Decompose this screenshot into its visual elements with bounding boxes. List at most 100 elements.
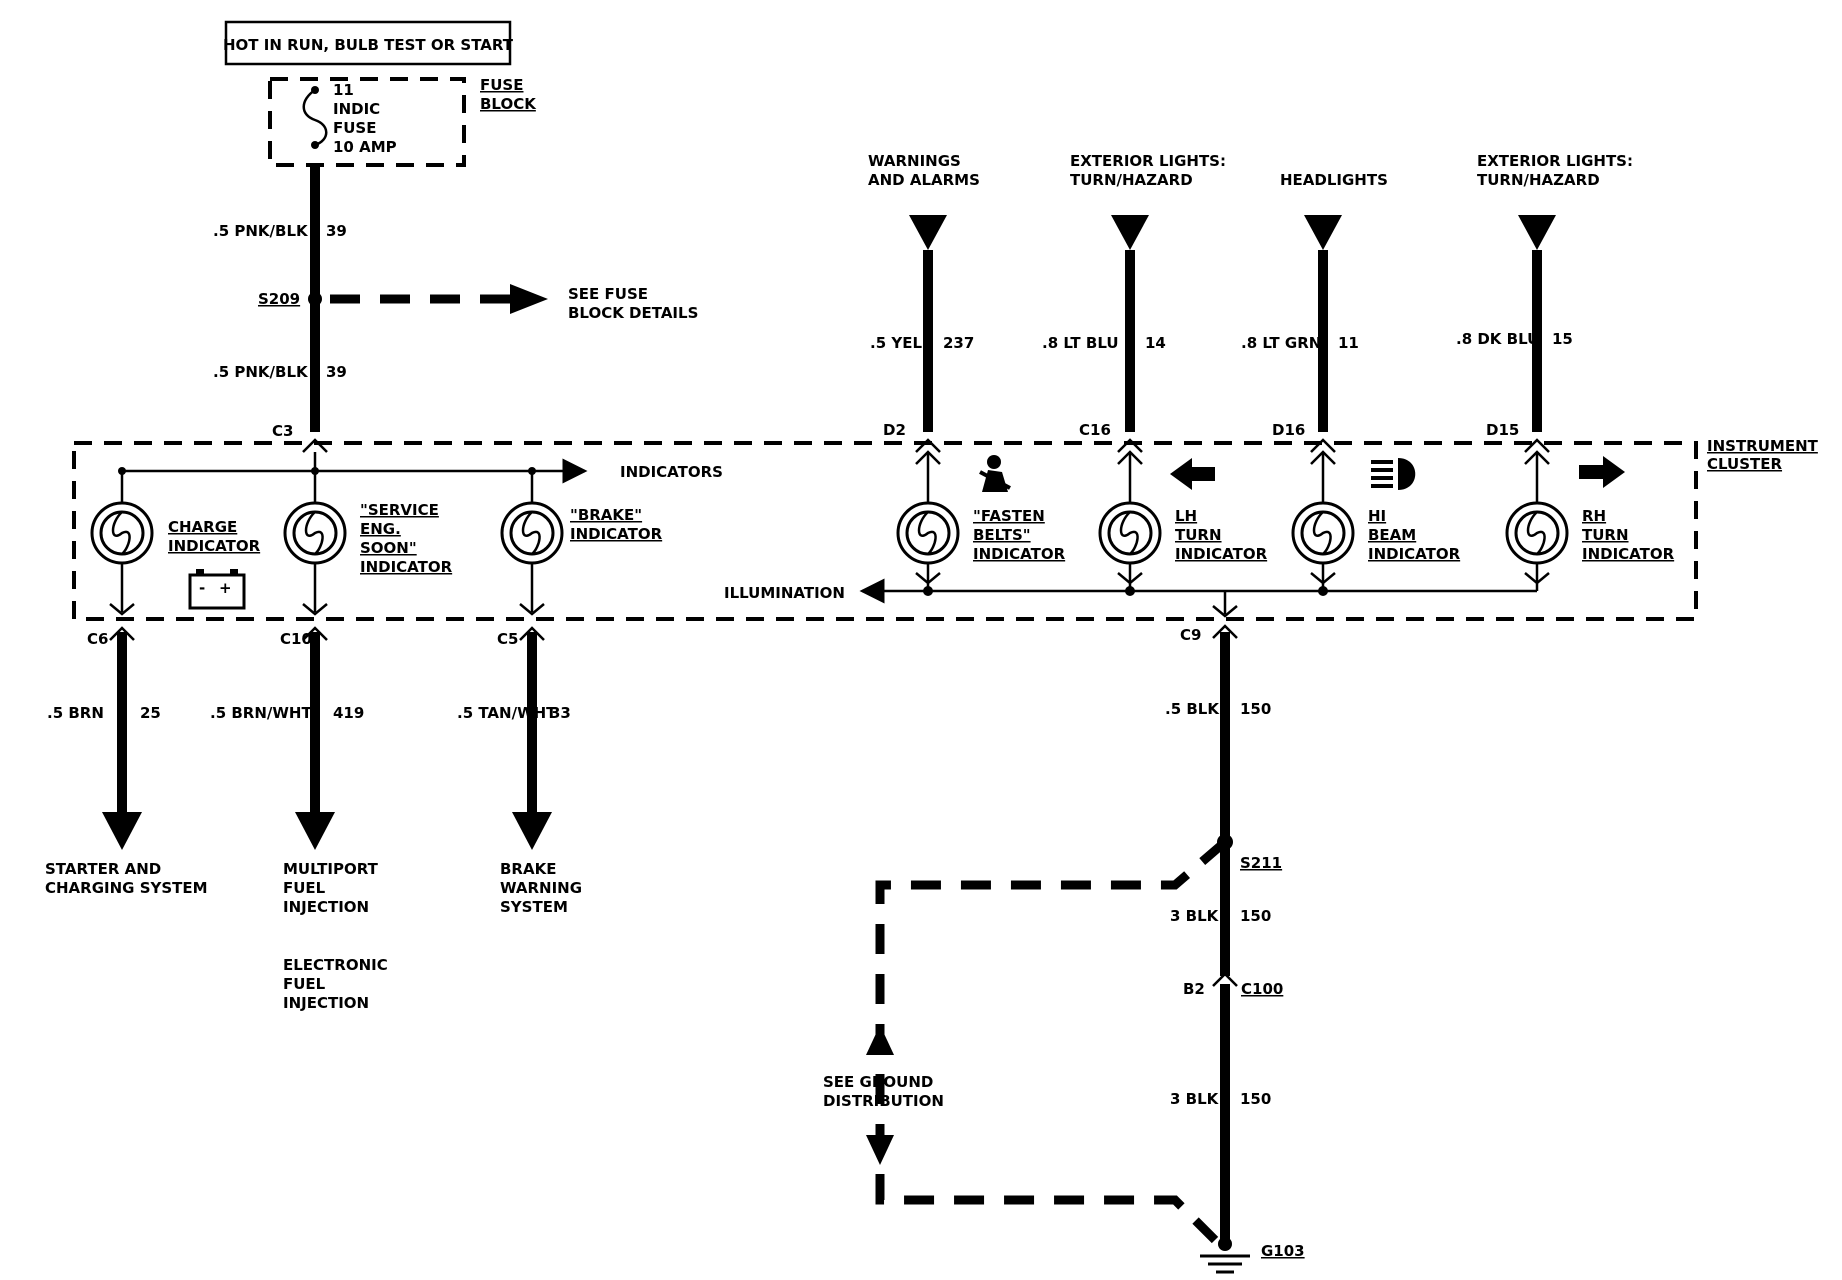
indicator-label: LH bbox=[1175, 507, 1197, 525]
connector-label: D2 bbox=[883, 421, 906, 439]
indicator-label: "FASTEN bbox=[973, 507, 1045, 525]
destination-label: STARTER AND bbox=[45, 860, 161, 878]
down-arrow-icon bbox=[866, 1135, 894, 1165]
connector-label: D15 bbox=[1486, 421, 1519, 439]
up-arrow-icon bbox=[866, 1025, 894, 1055]
fuse-block: 11 INDIC FUSE 10 AMP FUSE BLOCK bbox=[268, 76, 537, 167]
wire-color: .5 TAN/WHT bbox=[457, 704, 557, 722]
indicator-label: INDICATOR bbox=[570, 525, 663, 543]
source-label: EXTERIOR LIGHTS: bbox=[1477, 152, 1633, 170]
cluster-label-2: CLUSTER bbox=[1707, 455, 1782, 473]
destination-label: CHARGING SYSTEM bbox=[45, 879, 208, 897]
ground-circuit: .5 BLK 150 S211 3 BLK 150 B2 C100 3 BLK … bbox=[823, 632, 1305, 1274]
ground-symbol-icon bbox=[1200, 1254, 1250, 1274]
splice-s211: S211 bbox=[1240, 854, 1282, 872]
right-arrow-icon bbox=[1579, 456, 1625, 488]
indicator-label: RH bbox=[1582, 507, 1606, 525]
feed-wire-upper: .5 PNK/BLK bbox=[213, 222, 309, 240]
connector-label: D16 bbox=[1272, 421, 1305, 439]
circuit-number: 33 bbox=[550, 704, 571, 722]
wire-color: .5 BRN/WHT bbox=[210, 704, 312, 722]
circuit-number: 14 bbox=[1145, 334, 1166, 352]
indicator-label: "SERVICE bbox=[360, 501, 439, 519]
connector-label: C16 bbox=[1079, 421, 1111, 439]
left-arrow-icon bbox=[1170, 458, 1215, 490]
ground-wire-1: .5 BLK bbox=[1165, 700, 1220, 718]
wire-color: .8 DK BLU bbox=[1456, 330, 1539, 348]
circuit-number: 15 bbox=[1552, 330, 1573, 348]
wire-color: .5 BRN bbox=[47, 704, 104, 722]
indicator-bulb-icon bbox=[1291, 501, 1355, 565]
battery-icon: -+ bbox=[188, 569, 246, 610]
indicator-label: SOON" bbox=[360, 539, 417, 557]
svg-text:+: + bbox=[219, 579, 232, 597]
indicator-bulb-icon bbox=[1098, 501, 1162, 565]
indicator-bulb-icon bbox=[896, 501, 960, 565]
seatbelt-icon bbox=[979, 455, 1011, 492]
indicator-label: ENG. bbox=[360, 520, 401, 538]
see-fuse-2: BLOCK DETAILS bbox=[568, 304, 698, 322]
feed-wire-lower: .5 PNK/BLK bbox=[213, 363, 309, 381]
power-label: HOT IN RUN, BULB TEST OR START bbox=[223, 36, 514, 54]
fuse-rating: 10 AMP bbox=[333, 138, 397, 156]
see-ground-1: SEE GROUND bbox=[823, 1073, 933, 1091]
destination-label: FUEL bbox=[283, 975, 326, 993]
ground-circuit-2: 150 bbox=[1240, 907, 1271, 925]
destination-label: SYSTEM bbox=[500, 898, 568, 916]
splice-s209: S209 bbox=[258, 290, 300, 308]
indicator-label: BELTS" bbox=[973, 526, 1031, 544]
wire-color: .8 LT GRN bbox=[1241, 334, 1321, 352]
ground-wire-3: 3 BLK bbox=[1170, 1090, 1220, 1108]
indicator-bulb-icon bbox=[1505, 501, 1569, 565]
feed-circuit-upper: 39 bbox=[326, 222, 347, 240]
indicator-label: INDICATOR bbox=[973, 545, 1066, 563]
source-label: TURN/HAZARD bbox=[1070, 171, 1193, 189]
instrument-cluster: INSTRUMENT CLUSTER INDICATORS ILLUMINATI… bbox=[72, 437, 1819, 644]
wire-color: .5 YEL bbox=[870, 334, 922, 352]
connector-label: C10 bbox=[280, 630, 312, 648]
indicator-label: HI bbox=[1368, 507, 1386, 525]
svg-text:-: - bbox=[199, 579, 205, 597]
fuse-block-label-1: FUSE bbox=[480, 76, 523, 94]
circuit-number: 25 bbox=[140, 704, 161, 722]
cluster-label-1: INSTRUMENT bbox=[1707, 437, 1819, 455]
connector-c100: C100 bbox=[1241, 980, 1283, 998]
indicator-bulb-icon bbox=[500, 501, 564, 565]
connector-c3: C3 bbox=[272, 422, 293, 440]
destination-label: MULTIPORT bbox=[283, 860, 379, 878]
see-fuse-1: SEE FUSE bbox=[568, 285, 648, 303]
wire-color: .8 LT BLU bbox=[1042, 334, 1119, 352]
indicator-bulb-icon bbox=[90, 501, 154, 565]
destination-label: ELECTRONIC bbox=[283, 956, 388, 974]
feed-circuit-lower: 39 bbox=[326, 363, 347, 381]
destination-label: WARNING bbox=[500, 879, 582, 897]
fuse-icon bbox=[302, 88, 328, 147]
see-ground-2: DISTRIBUTION bbox=[823, 1092, 944, 1110]
ground-circuit-3: 150 bbox=[1240, 1090, 1271, 1108]
ground-wire-2: 3 BLK bbox=[1170, 907, 1220, 925]
fuse-block-label-2: BLOCK bbox=[480, 95, 537, 113]
ground-circuit-1: 150 bbox=[1240, 700, 1271, 718]
circuit-number: 237 bbox=[943, 334, 974, 352]
indicator-label: INDICATOR bbox=[1368, 545, 1461, 563]
indicator-label: INDICATOR bbox=[1175, 545, 1268, 563]
connector-label: C6 bbox=[87, 630, 108, 648]
indicator-label: TURN bbox=[1175, 526, 1222, 544]
circuit-number: 11 bbox=[1338, 334, 1359, 352]
indicator-bulb-icon bbox=[283, 501, 347, 565]
source-label: WARNINGS bbox=[868, 152, 961, 170]
indicator-label: TURN bbox=[1582, 526, 1629, 544]
indicators-label: INDICATORS bbox=[620, 463, 723, 481]
high-beam-icon bbox=[1371, 458, 1416, 490]
indicator-label: CHARGE bbox=[168, 518, 237, 536]
indicator-label: BEAM bbox=[1368, 526, 1416, 544]
connector-label: C5 bbox=[497, 630, 518, 648]
